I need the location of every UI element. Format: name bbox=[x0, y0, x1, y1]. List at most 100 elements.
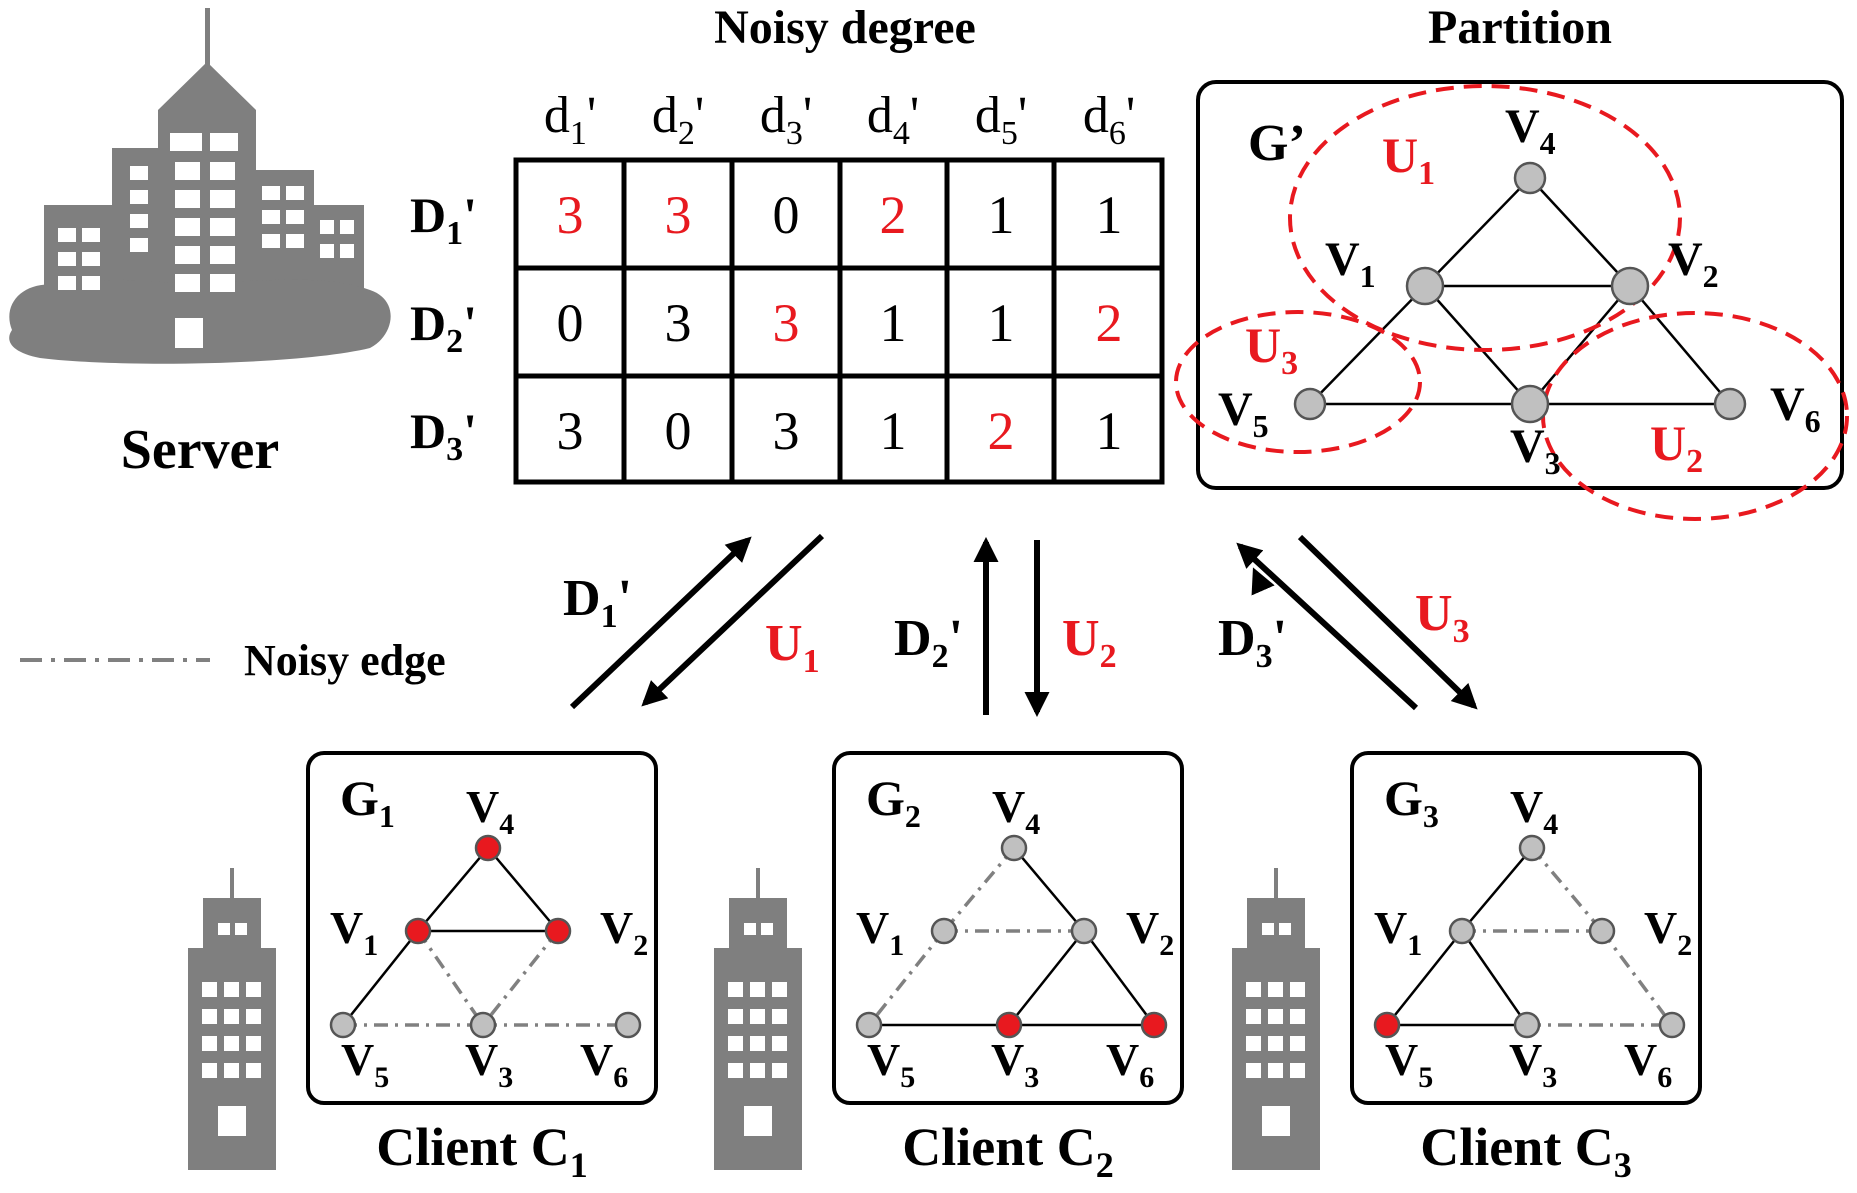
row-label: D3' bbox=[410, 403, 477, 468]
vertex-label: V3 bbox=[1509, 1034, 1557, 1094]
edge bbox=[1460, 930, 1529, 1026]
partition-title: Partition bbox=[1428, 1, 1612, 54]
partition-vertices bbox=[1293, 161, 1747, 424]
vertex-v6 bbox=[614, 1011, 642, 1039]
server-building-windows bbox=[58, 133, 354, 348]
client-graph-name: G3 bbox=[1384, 770, 1439, 834]
matrix-cell: 2 bbox=[880, 185, 907, 245]
noisy-edge bbox=[942, 846, 1016, 933]
arrow-d1-up bbox=[569, 536, 752, 710]
vertex-v4 bbox=[1518, 834, 1546, 862]
vertex-v3 bbox=[469, 1011, 497, 1039]
matrix-cell: 1 bbox=[880, 401, 907, 461]
vertex-label: V4 bbox=[992, 781, 1040, 841]
edge bbox=[1386, 930, 1463, 1026]
matrix-cell: 0 bbox=[773, 185, 800, 245]
vertex-v4 bbox=[1513, 161, 1547, 195]
arrow-label-d1: D1' bbox=[563, 570, 632, 635]
matrix-cell: 3 bbox=[773, 401, 800, 461]
col-header: d1' bbox=[544, 87, 596, 152]
server-label: Server bbox=[121, 419, 280, 481]
vertex-v5 bbox=[1293, 387, 1327, 421]
col-header: d2' bbox=[652, 87, 704, 152]
vertex-v4 bbox=[1000, 834, 1028, 862]
edge bbox=[342, 930, 419, 1026]
vertex-label: V4 bbox=[1510, 781, 1558, 841]
vertex-v2 bbox=[544, 917, 572, 945]
client-graph-name: G1 bbox=[340, 770, 395, 834]
vertex-label: V5 bbox=[1218, 383, 1269, 444]
communication-arrows bbox=[569, 533, 1478, 718]
col-header: d6' bbox=[1083, 87, 1135, 152]
vertex-v5 bbox=[1373, 1011, 1401, 1039]
matrix-cell: 1 bbox=[1096, 401, 1123, 461]
arrow-label-u2: U2 bbox=[1062, 610, 1117, 675]
vertex-label: V2 bbox=[1644, 902, 1692, 962]
matrix-cell: 2 bbox=[1096, 293, 1123, 353]
client-building-icon bbox=[1232, 868, 1320, 1170]
client-graph-panel bbox=[1350, 751, 1702, 1105]
vertex-label: V2 bbox=[1668, 233, 1719, 294]
vertex-label: V1 bbox=[1374, 902, 1422, 962]
degree-matrix-grid bbox=[513, 157, 1165, 485]
vertex-label: V6 bbox=[1624, 1034, 1672, 1094]
vertex-label: V3 bbox=[991, 1034, 1039, 1094]
vertex-label: V6 bbox=[1770, 378, 1821, 439]
matrix-cell: 1 bbox=[988, 185, 1015, 245]
vertex-label: V1 bbox=[1325, 233, 1376, 294]
partition-region-labels: U1 U2 U3 bbox=[1245, 127, 1703, 480]
vertex-v1 bbox=[930, 917, 958, 945]
vertex-v2 bbox=[1610, 266, 1650, 306]
matrix-cell: 1 bbox=[1096, 185, 1123, 245]
noisy-edge-legend-label: Noisy edge bbox=[244, 636, 446, 685]
vertex-label: V4 bbox=[1505, 100, 1556, 161]
vertex-v4 bbox=[474, 834, 502, 862]
vertex-label: V2 bbox=[1126, 902, 1174, 962]
partition-graph-name: G’ bbox=[1248, 115, 1306, 172]
vertex-label: V1 bbox=[856, 902, 904, 962]
matrix-cell: 2 bbox=[988, 401, 1015, 461]
edge bbox=[1461, 847, 1533, 932]
arrow-label-u3: U3 bbox=[1415, 585, 1470, 650]
vertex-label: V1 bbox=[330, 902, 378, 962]
vertex-v5 bbox=[855, 1011, 883, 1039]
vertex-label: V5 bbox=[341, 1034, 389, 1094]
row-label: D1' bbox=[410, 187, 477, 252]
client-label: Client C1 bbox=[376, 1117, 587, 1185]
matrix-cell: 3 bbox=[557, 401, 584, 461]
matrix-cell: 3 bbox=[665, 293, 692, 353]
row-label: D2' bbox=[410, 295, 477, 360]
vertex-label: V4 bbox=[466, 781, 514, 841]
arrow-label-d2: D2' bbox=[894, 610, 963, 675]
client-graph-panel bbox=[832, 751, 1184, 1105]
vertex-v3 bbox=[1510, 384, 1550, 424]
vertex-label: V5 bbox=[1385, 1034, 1433, 1094]
edge bbox=[1008, 930, 1085, 1026]
region-label: U1 bbox=[1382, 127, 1435, 192]
partition-u1-region bbox=[1288, 84, 1682, 352]
vertex-label: V2 bbox=[600, 902, 648, 962]
vertex-v5 bbox=[329, 1011, 357, 1039]
client-label: Client C3 bbox=[1420, 1117, 1631, 1185]
partition-panel bbox=[1196, 80, 1844, 490]
col-header: d4' bbox=[867, 87, 919, 152]
degree-row-labels: D1' D2' D3' bbox=[410, 187, 477, 468]
region-label: U3 bbox=[1245, 317, 1298, 382]
noisy-edge bbox=[1530, 846, 1604, 933]
edge bbox=[1082, 930, 1156, 1026]
noisy-edge bbox=[867, 929, 946, 1027]
vertex-label: V3 bbox=[1510, 420, 1561, 481]
noisy-edge bbox=[1600, 929, 1674, 1027]
client-building-icon bbox=[188, 868, 276, 1170]
vertex-label: V5 bbox=[867, 1034, 915, 1094]
vertex-v1 bbox=[404, 917, 432, 945]
matrix-cell: 0 bbox=[557, 293, 584, 353]
arrow-u3-down bbox=[1297, 534, 1478, 710]
arrow-labels: D1' U1 D2' U2 D3' U3 bbox=[563, 570, 1470, 680]
vertex-label: V6 bbox=[580, 1034, 628, 1094]
